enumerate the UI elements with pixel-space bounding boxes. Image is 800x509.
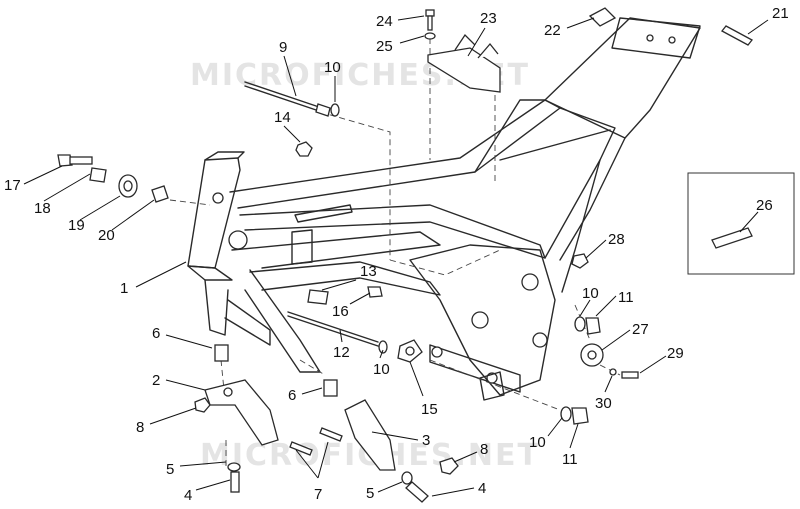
front-fastener-stack (57, 154, 169, 203)
nut-8-right (439, 457, 459, 475)
callout-12: 12 (333, 344, 350, 361)
clip-26 (711, 227, 753, 249)
callout-26: 26 (756, 197, 773, 214)
callout-29: 29 (667, 345, 684, 362)
callout-10-upper-right: 10 (582, 285, 599, 302)
callout-5-right: 5 (366, 485, 374, 502)
nut-28 (571, 253, 589, 269)
callout-11-lower: 11 (562, 451, 578, 468)
bolt-4-left (230, 471, 240, 493)
inset-box-26 (687, 172, 795, 275)
callout-16: 16 (332, 303, 349, 320)
bracket-23-assembly (424, 9, 501, 93)
callout-4-left: 4 (184, 487, 192, 504)
callout-2: 2 (152, 372, 160, 389)
callout-8-right: 8 (480, 441, 488, 458)
callout-15: 15 (421, 401, 438, 418)
nut-11-lower (571, 407, 589, 425)
callout-labels: 1 2 3 4 4 5 5 6 6 7 8 8 9 10 10 10 10 11… (4, 5, 789, 504)
bracket-2 (204, 379, 279, 446)
nut-11-upper (585, 317, 601, 335)
nut-14 (295, 141, 313, 157)
callout-1: 1 (120, 280, 128, 297)
callout-22: 22 (544, 22, 561, 39)
bolt-29 (621, 371, 639, 379)
callout-30: 30 (595, 395, 612, 412)
callout-7: 7 (314, 486, 322, 503)
main-frame (187, 17, 701, 401)
callout-6-right: 6 (288, 387, 296, 404)
callout-5-left: 5 (166, 461, 174, 478)
callout-10-top: 10 (324, 59, 341, 76)
callout-9: 9 (279, 39, 287, 56)
callout-14: 14 (274, 109, 291, 126)
callout-23: 23 (480, 10, 497, 27)
callout-21: 21 (772, 5, 789, 22)
spacer-6-left (214, 344, 229, 362)
stud-7-right (319, 427, 343, 442)
callout-28: 28 (608, 231, 625, 248)
bolt-4-right (405, 481, 429, 503)
washer-5-right (401, 471, 413, 485)
leader-lines (23, 15, 769, 497)
washer-10-lower-right (560, 406, 572, 422)
washer-30 (609, 368, 617, 376)
callout-8-left: 8 (136, 419, 144, 436)
callout-13: 13 (360, 263, 377, 280)
callout-10-lower-right: 10 (529, 434, 546, 451)
stud-7-left (289, 441, 313, 456)
washer-10-top (330, 103, 340, 117)
callout-4-right: 4 (478, 480, 486, 497)
pin-21 (721, 25, 753, 46)
callout-3: 3 (422, 432, 430, 449)
spacer-6-right (323, 379, 338, 397)
long-bolt-9 (244, 81, 331, 117)
bracket-3 (344, 399, 396, 471)
callout-20: 20 (98, 227, 115, 244)
washer-10-upper-right (574, 316, 586, 332)
callout-25: 25 (376, 38, 393, 55)
washer-5-left (227, 462, 241, 472)
bolt-16 (367, 286, 383, 298)
callout-6-left: 6 (152, 325, 160, 342)
callout-19: 19 (68, 217, 85, 234)
tab-22 (588, 7, 617, 27)
nut-8-left (194, 397, 211, 413)
callout-24: 24 (376, 13, 393, 30)
callout-11-upper: 11 (618, 289, 634, 306)
long-bolt-12 (287, 311, 388, 354)
callout-27: 27 (632, 321, 649, 338)
spacer-13 (307, 289, 329, 305)
callout-10-mid: 10 (373, 361, 390, 378)
callout-18: 18 (34, 200, 51, 217)
callout-17: 17 (4, 177, 21, 194)
